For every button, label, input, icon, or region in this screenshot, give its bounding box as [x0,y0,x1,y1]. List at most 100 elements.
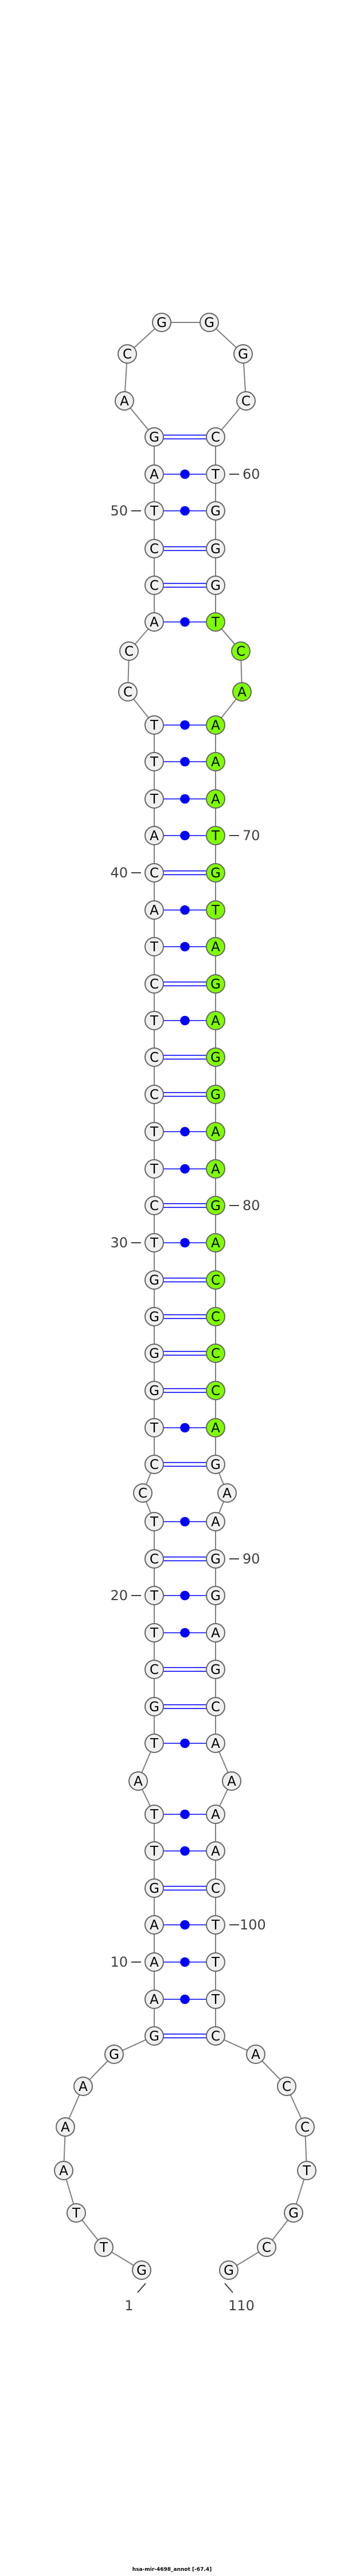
position-label-70: 70 [229,828,260,844]
nucleotide-circle [206,427,225,447]
gc-pair-double-line [163,2033,206,2039]
nucleotide-13: T [144,1841,164,1861]
nucleotide-letter: C [236,644,245,659]
nucleotide-14: T [144,1805,164,1824]
nucleotide-44: T [144,715,164,735]
nucleotide-letter: A [79,2079,88,2094]
nucleotide-letter: T [99,2240,108,2255]
nucleotide-7: G [104,2045,124,2064]
nucleotide-letter: T [211,1992,220,2007]
nucleotide-circle [144,1841,164,1861]
pair-dot [180,1126,190,1137]
nucleotide-94: C [206,1697,225,1716]
nucleotide-letter: T [150,1421,159,1436]
nucleotide-circle [144,576,164,595]
gc-pair-double-line [163,1092,206,1097]
pair-dot [180,1628,190,1638]
nucleotide-letter: A [211,1515,220,1530]
pair-dot [180,1920,190,1930]
nucleotide-circle [144,1047,164,1067]
nucleotide-letter: T [150,1162,159,1177]
nucleotide-25: T [144,1418,164,1437]
nucleotide-letter: A [237,685,247,700]
nucleotide-letter: G [210,1552,221,1567]
wobble-pair-dot-line [163,1920,206,1930]
nucleotide-circle [144,1381,164,1400]
wobble-pair-dot-line [163,506,206,516]
nucleotide-circle [144,789,164,809]
nucleotide-letter: C [150,542,159,557]
nucleotide-letter: C [211,2029,220,2044]
nucleotide-letter: A [211,1736,220,1751]
gc-pair-double-line [163,546,206,552]
nucleotide-24: C [144,1455,164,1474]
nucleotide-11: A [144,1915,164,1935]
nucleotide-circle [206,1805,225,1824]
nucleotide-10: A [144,1952,164,1972]
nucleotide-35: C [144,1047,164,1067]
nucleotide-22: T [144,1512,164,1531]
nucleotide-circle [118,344,137,364]
nucleotide-75: A [206,1011,225,1030]
position-number: 70 [243,828,260,844]
highlighted-nucleotide-circle [206,612,225,632]
gc-pair-double-line [163,1885,206,1891]
nucleotide-circle [144,863,164,883]
nucleotide-circle [206,1660,225,1679]
nucleotide-circle [128,1771,148,1791]
nucleotide-letter: A [150,1918,159,1933]
gc-pair-double-line [163,1054,206,1060]
nucleotide-99: C [206,1878,225,1898]
nucleotide-79: A [206,1159,225,1179]
nucleotide-41: A [144,826,164,845]
nucleotide-letter: C [282,2079,291,2094]
nucleotide-108: G [284,2203,303,2223]
nucleotide-91: G [206,1586,225,1605]
nucleotide-letter: A [211,940,220,955]
wobble-pair-dot-line [163,1164,206,1174]
nucleotide-21: C [144,1549,164,1569]
nucleotide-circle [144,1660,164,1679]
nucleotide-letter: T [211,467,220,482]
nucleotide-letter: A [61,2120,70,2135]
nucleotide-letter: A [211,1236,220,1251]
nucleotide-97: A [206,1805,225,1824]
nucleotide-54: C [118,344,137,364]
nucleotide-circle [144,2026,164,2046]
wobble-pair-dot-line [163,757,206,767]
nucleotide-86: A [206,1418,225,1437]
wobble-pair-dot-line [163,469,206,479]
wobble-pair-dot-line [163,1809,206,1819]
nucleotide-72: T [206,900,225,920]
nucleotide-letter: G [149,1881,159,1896]
nucleotide-circle [206,1990,225,2009]
nucleotide-letter: C [300,2120,310,2135]
nucleotide-circle [144,1915,164,1935]
nucleotide-57: G [233,344,253,364]
position-number: 20 [110,1588,128,1604]
pair-dot [180,942,190,952]
wobble-pair-dot-line [163,794,206,804]
wobble-pair-dot-line [163,1994,206,2004]
nucleotide-circle [297,2161,316,2180]
nucleotide-89: A [206,1512,225,1531]
nucleotide-87: G [206,1455,225,1474]
nucleotide-letter: G [157,316,167,330]
pair-dot [180,506,190,516]
nucleotide-circle [206,1952,225,1972]
nucleotide-letter: G [149,1346,159,1361]
nucleotide-circle [144,1085,164,1104]
highlighted-nucleotide-circle [206,1381,225,1400]
wobble-pair-dot-line [163,1628,206,1638]
nucleotide-letter: A [211,718,220,733]
nucleotide-letter: C [211,1700,220,1715]
nucleotide-5: A [56,2117,75,2137]
nucleotide-letter: C [150,1552,159,1567]
nucleotide-letter: C [211,1310,220,1325]
pair-dot [180,1238,190,1248]
nucleotide-letter: T [211,903,220,918]
nucleotide-letter: T [150,1626,159,1641]
nucleotide-circle [144,1159,164,1179]
gc-pair-double-line [163,1704,206,1710]
